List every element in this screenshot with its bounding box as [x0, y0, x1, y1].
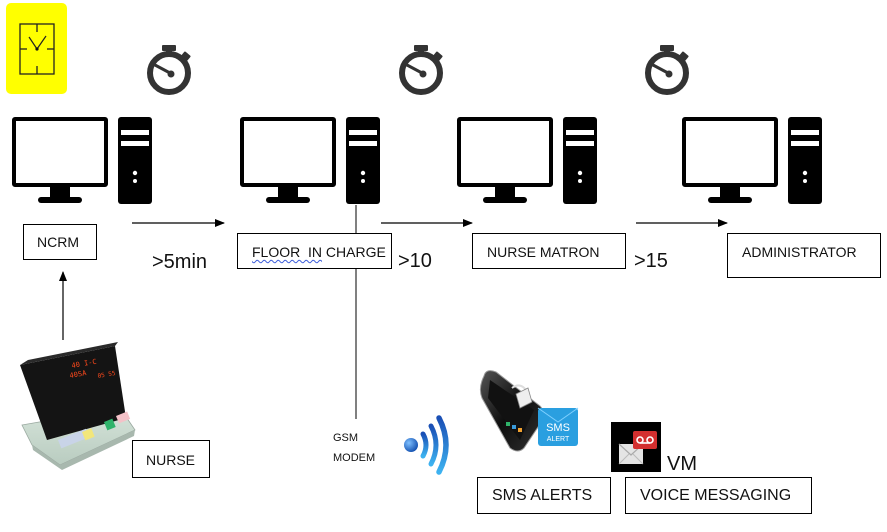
sms-alert-phone-icon: SMS ALERT — [479, 370, 579, 452]
output-voice-messaging-label: VOICE MESSAGING — [640, 487, 792, 504]
escalation-time-1: >5min — [152, 251, 208, 273]
panel-display-time: 05 55 — [97, 370, 116, 380]
computer-icon — [240, 117, 380, 204]
node-admin-label: ADMINISTRATOR — [742, 244, 857, 260]
computer-icon — [12, 117, 152, 204]
panel-display-line2: 40SA — [69, 369, 88, 380]
escalation-time-3: >15 — [634, 250, 668, 272]
node-floor-label-underlined: FLOOR IN — [252, 244, 323, 260]
computer-icon — [457, 117, 597, 204]
sms-badge-line2: ALERT — [547, 436, 570, 443]
stopwatch-icon — [645, 45, 689, 95]
stopwatch-icon — [147, 45, 191, 95]
voicemail-icon — [611, 422, 661, 472]
output-sms-alerts-label: SMS ALERTS — [492, 487, 593, 504]
stopwatch-icon — [399, 45, 443, 95]
node-matron-label: NURSE MATRON — [487, 244, 600, 260]
vm-caption: VM — [667, 453, 697, 475]
node-nurse-matron: NURSE MATRON — [472, 233, 626, 269]
node-nurse-label: NURSE — [146, 452, 196, 468]
node-ncrm: NCRM — [23, 224, 97, 260]
node-floor-in-charge: FLOOR IN CHARGE — [237, 233, 392, 269]
gsm-label-line1: GSM — [333, 432, 359, 444]
node-nurse: NURSE — [132, 440, 210, 478]
node-ncrm-label: NCRM — [37, 234, 79, 250]
clock-icon — [19, 23, 55, 75]
node-floor-label: FLOOR IN CHARGE — [252, 244, 386, 260]
clock-badge — [6, 3, 67, 94]
wireless-signal-icon — [404, 415, 449, 475]
computer-icon — [682, 117, 822, 204]
output-sms-alerts: SMS ALERTS — [477, 477, 611, 514]
gsm-label-line2: MODEM — [333, 452, 376, 464]
escalation-time-2: >10 — [398, 250, 432, 272]
sms-badge-line1: SMS — [546, 422, 570, 434]
output-voice-messaging: VOICE MESSAGING — [625, 477, 812, 514]
node-administrator: ADMINISTRATOR — [727, 233, 881, 278]
nurse-call-panel-icon: 40 I-C 40SA 05 55 — [20, 342, 136, 470]
node-floor-label-rest: CHARGE — [322, 244, 386, 260]
